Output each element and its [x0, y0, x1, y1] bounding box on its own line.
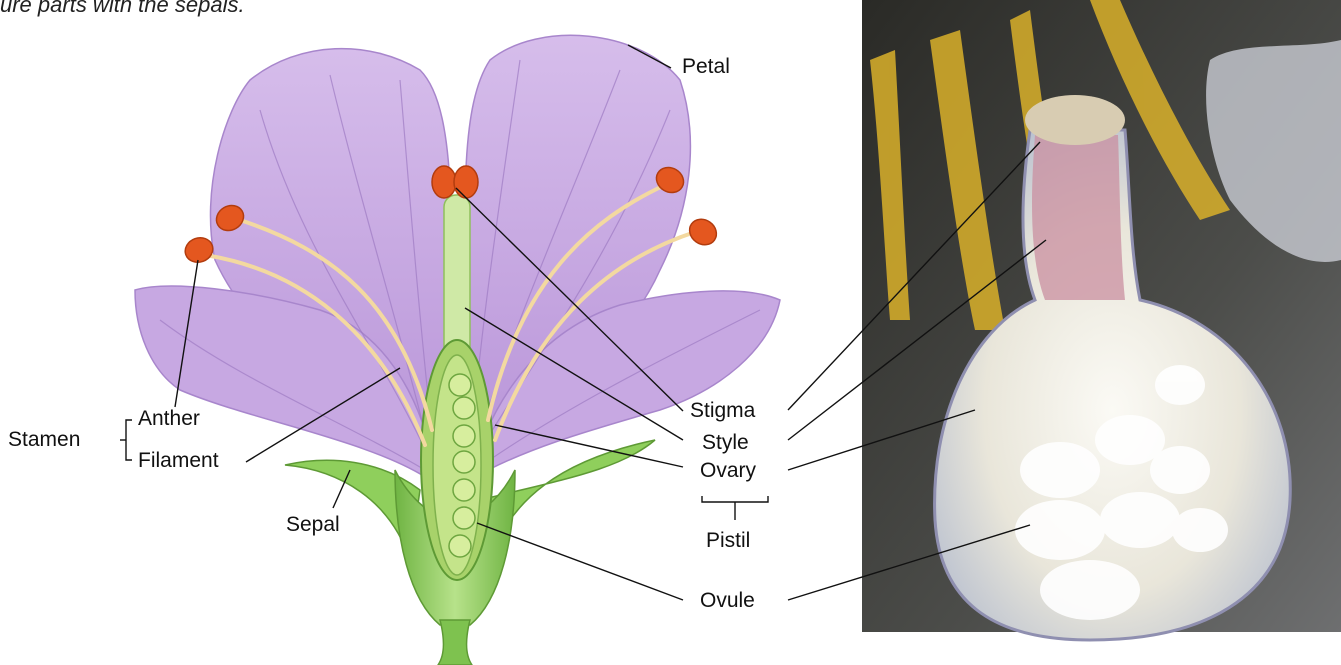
- flower-diagram: [135, 35, 780, 665]
- label-anther: Anther: [138, 408, 200, 429]
- label-ovary: Ovary: [700, 460, 756, 481]
- label-ovule: Ovule: [700, 590, 755, 611]
- pistil-photo: [862, 0, 1341, 640]
- ovule: [453, 397, 475, 419]
- stem: [438, 620, 472, 665]
- ovule: [453, 479, 475, 501]
- label-stamen: Stamen: [8, 429, 80, 450]
- ovule: [449, 374, 471, 396]
- ovule: [453, 507, 475, 529]
- anther: [685, 214, 722, 250]
- label-sepal: Sepal: [286, 514, 340, 535]
- stigma: [432, 166, 478, 198]
- label-stigma: Stigma: [690, 400, 755, 421]
- label-pistil: Pistil: [706, 530, 750, 551]
- label-style: Style: [702, 432, 749, 453]
- ovule: [453, 451, 475, 473]
- ovule: [449, 535, 471, 557]
- label-filament: Filament: [138, 450, 219, 471]
- label-petal: Petal: [682, 56, 730, 77]
- ovule: [453, 425, 475, 447]
